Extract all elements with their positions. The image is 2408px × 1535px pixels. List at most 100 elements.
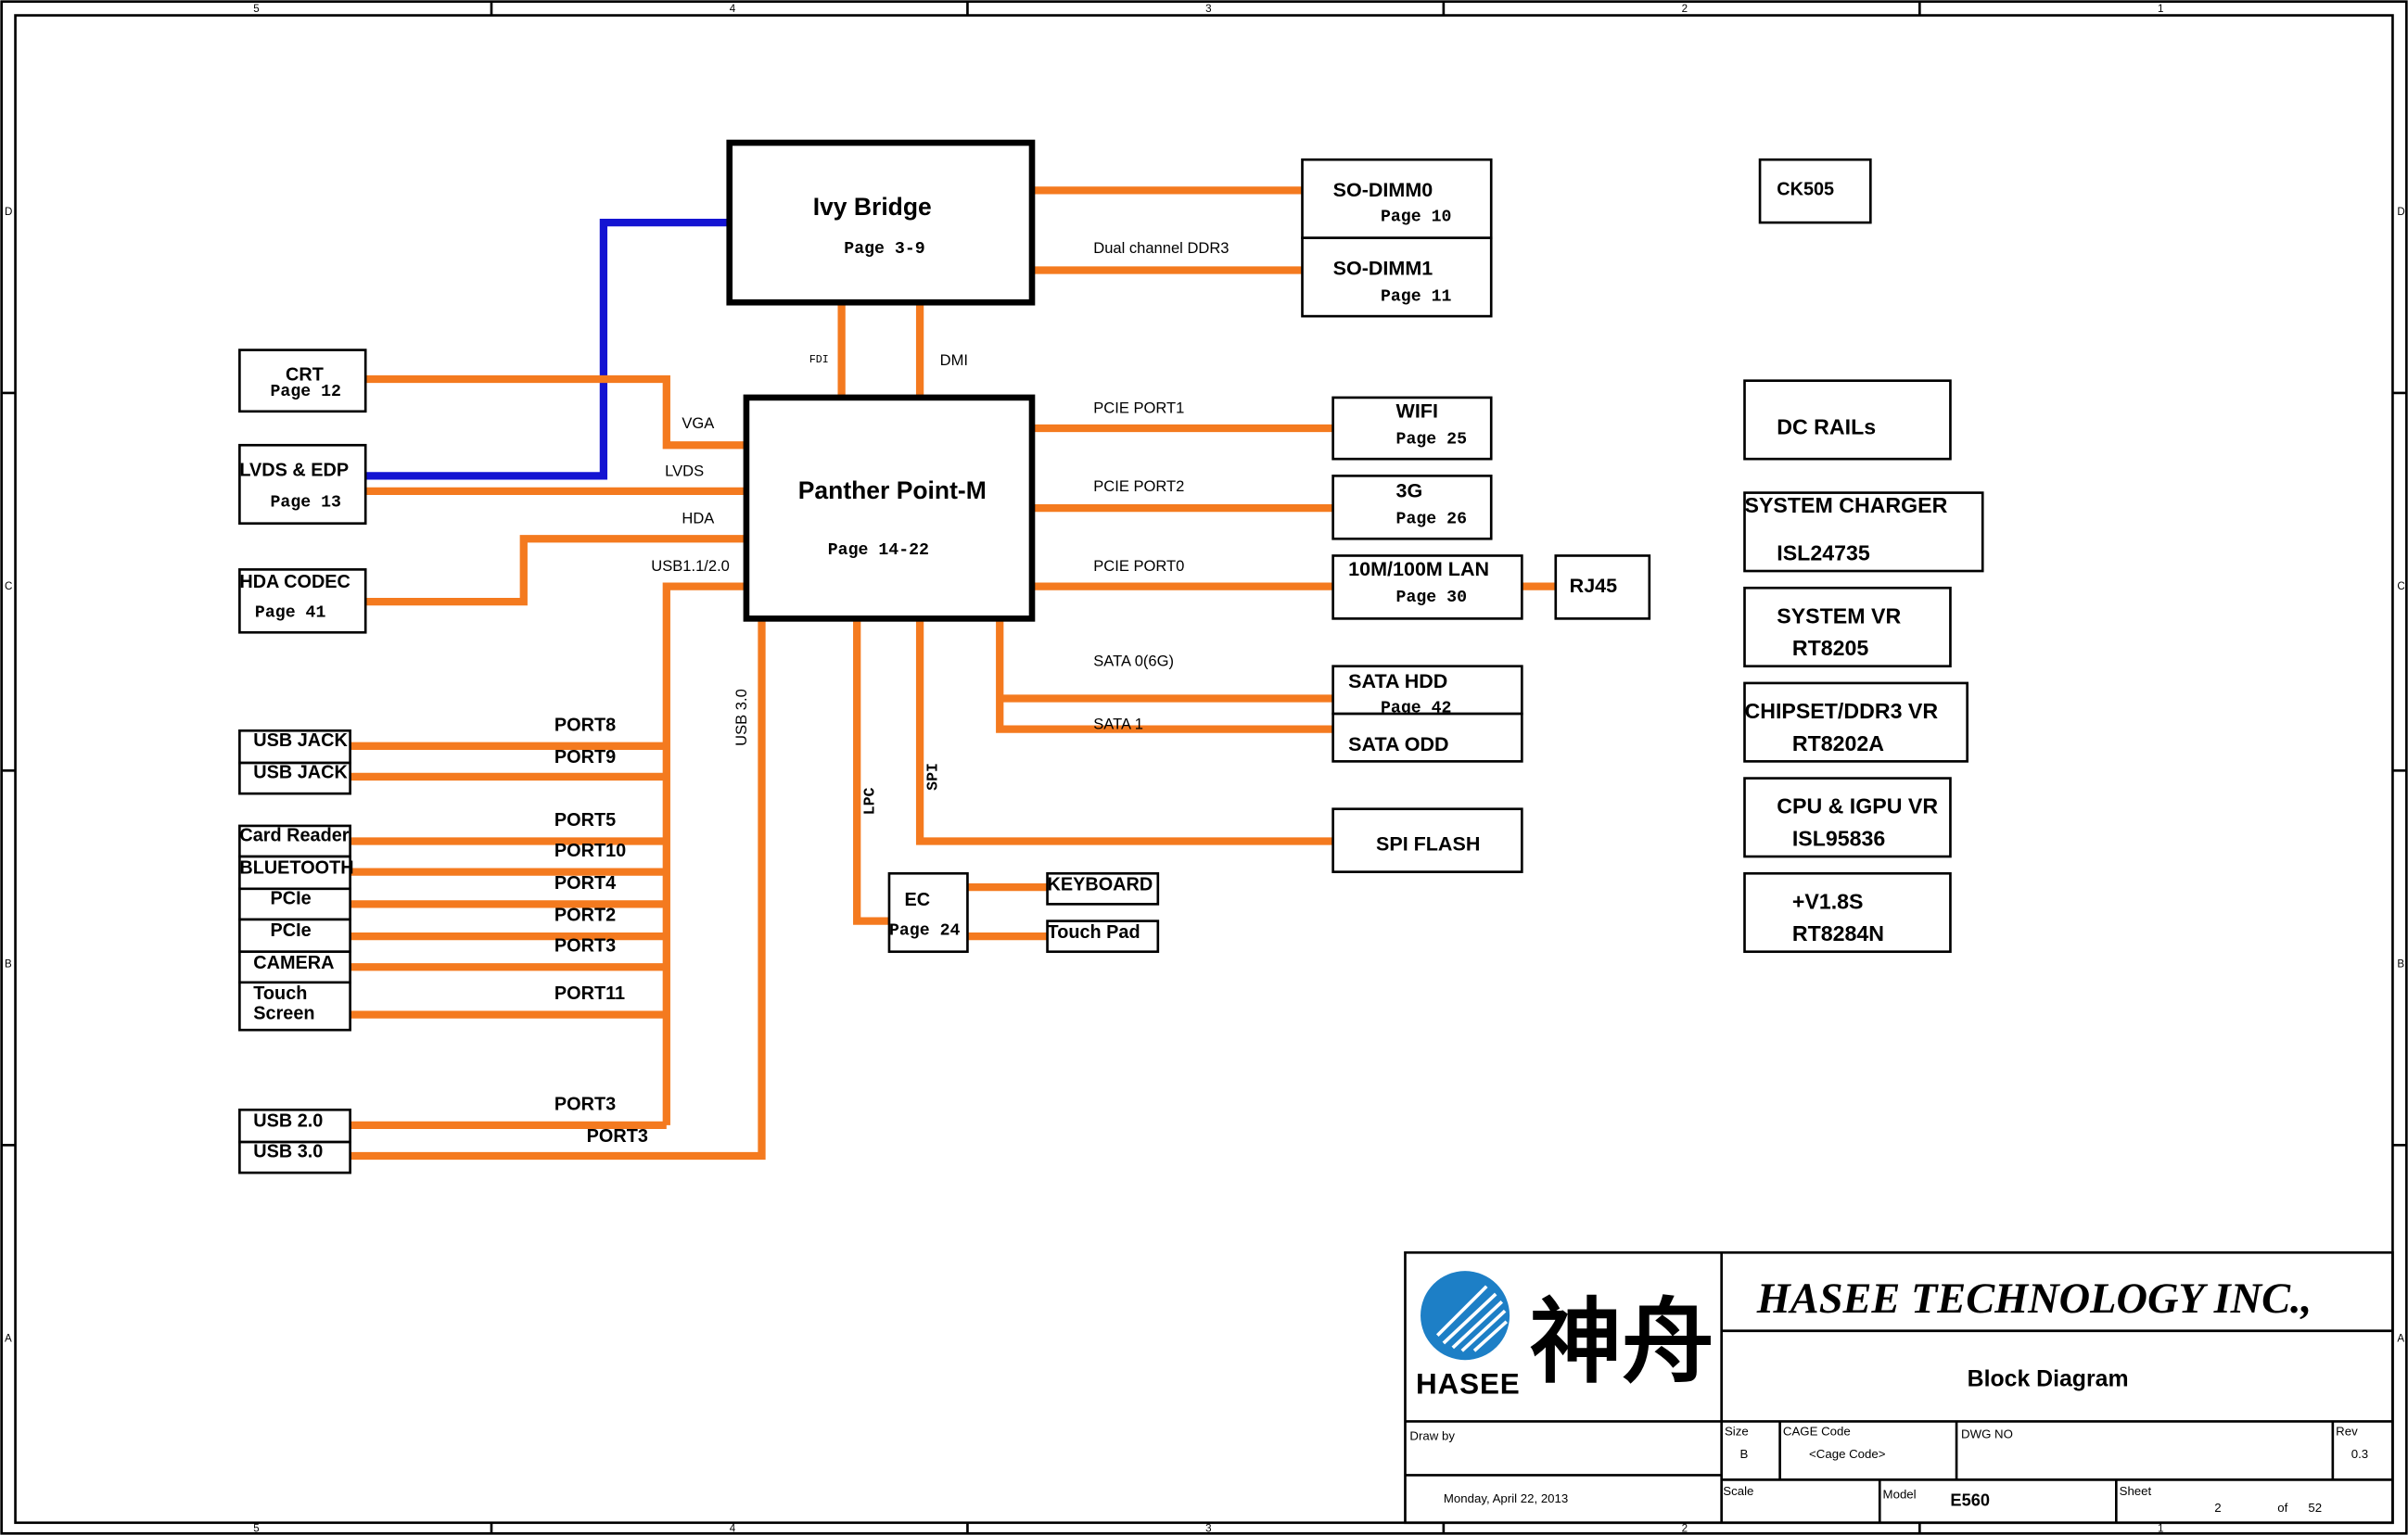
keyboard-block[interactable]: KEYBOARD <box>1046 871 1160 906</box>
zone-row-a-left: A <box>5 1333 12 1344</box>
usb-port-label: PORT9 <box>554 747 616 768</box>
usb-device-label: Card Reader <box>239 825 349 845</box>
lan-block[interactable]: 10M/100M LAN Page 30 <box>1331 554 1523 620</box>
3g-name: 3G <box>1396 480 1423 502</box>
usb-device-label: PCIe <box>271 920 312 941</box>
usb-device-label: USB JACK <box>253 730 348 751</box>
lan-page: Page 30 <box>1396 589 1467 607</box>
hda-label: HDA <box>682 510 714 527</box>
lpc-label: LPC <box>860 787 878 815</box>
usb-port-label: PORT2 <box>554 906 616 926</box>
v18s-vr-block[interactable]: +V1.8S RT8284N <box>1743 871 1952 954</box>
dwg-no-label: DWG NO <box>1961 1427 2013 1441</box>
sheet-of-label: of <box>2277 1501 2287 1515</box>
usb-port-label: PORT10 <box>554 841 626 861</box>
dc-rails-block[interactable]: DC RAILs <box>1743 379 1952 461</box>
lvds-edp-page: Page 13 <box>271 493 341 512</box>
ivy-bridge-chip[interactable]: Ivy Bridge Page 3-9 <box>726 139 1036 306</box>
sheet-total: 52 <box>2308 1501 2322 1515</box>
sata1-label: SATA 1 <box>1093 716 1143 733</box>
usb-device-label-line2: Screen <box>253 1004 314 1024</box>
chipset-ddr3-vr-block[interactable]: CHIPSET/DDR3 VR RT8202A <box>1743 681 1968 763</box>
so-dimm1-block[interactable]: SO-DIMM1 Page 11 <box>1301 236 1493 318</box>
zone-col-1-top: 1 <box>2158 4 2163 15</box>
logo-wordmark: HASEE <box>1416 1368 1521 1401</box>
ec-name: EC <box>905 890 931 910</box>
ddr3-bus-label: Dual channel DDR3 <box>1093 239 1229 257</box>
sheet-number: 2 <box>2214 1501 2221 1515</box>
usb-jack-1-box[interactable] <box>238 729 351 765</box>
touch-screen-box[interactable] <box>238 981 351 1032</box>
so-dimm0-block[interactable]: SO-DIMM0 Page 10 <box>1301 158 1493 240</box>
zone-col-5-top: 5 <box>253 4 259 15</box>
scale-label: Scale <box>1723 1484 1753 1498</box>
chipset-vr-line2: RT8202A <box>1792 731 1884 755</box>
sata-odd-block[interactable]: SATA ODD <box>1331 712 1523 763</box>
size-value: B <box>1740 1447 1749 1461</box>
camera-box[interactable] <box>238 950 351 984</box>
usb-port-label: PORT3 <box>554 936 616 957</box>
fdi-label: FDI <box>809 354 829 366</box>
wifi-block[interactable]: WIFI Page 25 <box>1331 396 1493 461</box>
usb-jack-2-box[interactable] <box>238 761 351 795</box>
pcie-port2-label: PCIE PORT2 <box>1093 477 1184 495</box>
crt-block[interactable]: CRT Page 12 <box>238 349 367 413</box>
sata-hdd-block[interactable]: SATA HDD Page 42 <box>1331 665 1523 718</box>
lvds-edp-name: LVDS & EDP <box>239 460 349 480</box>
card-reader-box[interactable] <box>238 824 351 858</box>
model-label: Model <box>1883 1487 1917 1501</box>
3g-block[interactable]: 3G Page 26 <box>1331 475 1493 540</box>
zone-col-1-bottom: 1 <box>2158 1524 2163 1535</box>
usb-device-label: USB JACK <box>253 763 348 783</box>
ec-page: Page 24 <box>889 922 961 941</box>
ivy-bridge-page: Page 3-9 <box>844 240 924 259</box>
ivy-bridge-name: Ivy Bridge <box>813 193 932 221</box>
so-dimm0-name: SO-DIMM0 <box>1333 179 1433 201</box>
ec-block[interactable]: EC Page 24 <box>887 871 969 954</box>
sata0-label: SATA 0(6G) <box>1093 653 1174 670</box>
so-dimm1-name: SO-DIMM1 <box>1333 257 1433 279</box>
vga-label: VGA <box>682 414 714 432</box>
bus-wires <box>350 186 1556 1161</box>
cpu-igpu-vr-block[interactable]: CPU & IGPU VR ISL95836 <box>1743 777 1952 858</box>
so-dimm1-page: Page 11 <box>1381 288 1452 307</box>
system-charger-block[interactable]: SYSTEM CHARGER ISL24735 <box>1743 491 1984 573</box>
zone-col-4-bottom: 4 <box>730 1524 736 1535</box>
system-vr-line2: RT8205 <box>1792 636 1869 660</box>
lan-name: 10M/100M LAN <box>1348 558 1489 580</box>
rev-label: Rev <box>2336 1424 2358 1438</box>
usb30-box[interactable] <box>238 1140 351 1174</box>
lvds-edp-block[interactable]: LVDS & EDP Page 13 <box>238 443 367 526</box>
model-value: E560 <box>1950 1491 1990 1510</box>
spi-flash-block[interactable]: SPI FLASH <box>1331 807 1523 873</box>
size-label: Size <box>1725 1424 1749 1438</box>
v18s-line1: +V1.8S <box>1792 889 1864 913</box>
cage-code-label: CAGE Code <box>1783 1424 1851 1438</box>
rj45-block[interactable]: RJ45 <box>1554 554 1651 620</box>
logo-chinese-name: 神舟 <box>1530 1291 1714 1394</box>
panther-point-chip[interactable]: Panther Point-M Page 14-22 <box>743 394 1036 622</box>
zone-row-b-right: B <box>2397 958 2404 970</box>
v18s-line2: RT8284N <box>1792 921 1884 945</box>
system-charger-line2: ISL24735 <box>1777 540 1870 565</box>
sheet-label: Sheet <box>2120 1484 2152 1498</box>
touchpad-block[interactable]: Touch Pad <box>1046 920 1160 954</box>
pcie-2-box[interactable] <box>238 918 351 954</box>
usb-device-label: CAMERA <box>253 953 334 973</box>
dc-rails-label: DC RAILs <box>1777 415 1876 439</box>
usb-device-label: PCIe <box>271 888 312 908</box>
cpu-vr-line2: ISL95836 <box>1792 826 1886 850</box>
usb-port-label: PORT8 <box>554 715 616 735</box>
zone-col-5-bottom: 5 <box>253 1524 259 1535</box>
draw-by-label: Draw by <box>1409 1428 1455 1442</box>
cage-code-value: <Cage Code> <box>1809 1447 1886 1461</box>
sata-hdd-name: SATA HDD <box>1348 670 1447 692</box>
system-vr-block[interactable]: SYSTEM VR RT8205 <box>1743 586 1952 668</box>
hda-codec-block[interactable]: HDA CODEC Page 41 <box>238 568 367 634</box>
zone-row-b-left: B <box>5 958 12 970</box>
panther-point-name: Panther Point-M <box>798 476 987 504</box>
so-dimm0-page: Page 10 <box>1381 208 1451 226</box>
ck505-block[interactable]: CK505 <box>1758 158 1872 224</box>
usb-port-label: PORT5 <box>554 810 616 831</box>
